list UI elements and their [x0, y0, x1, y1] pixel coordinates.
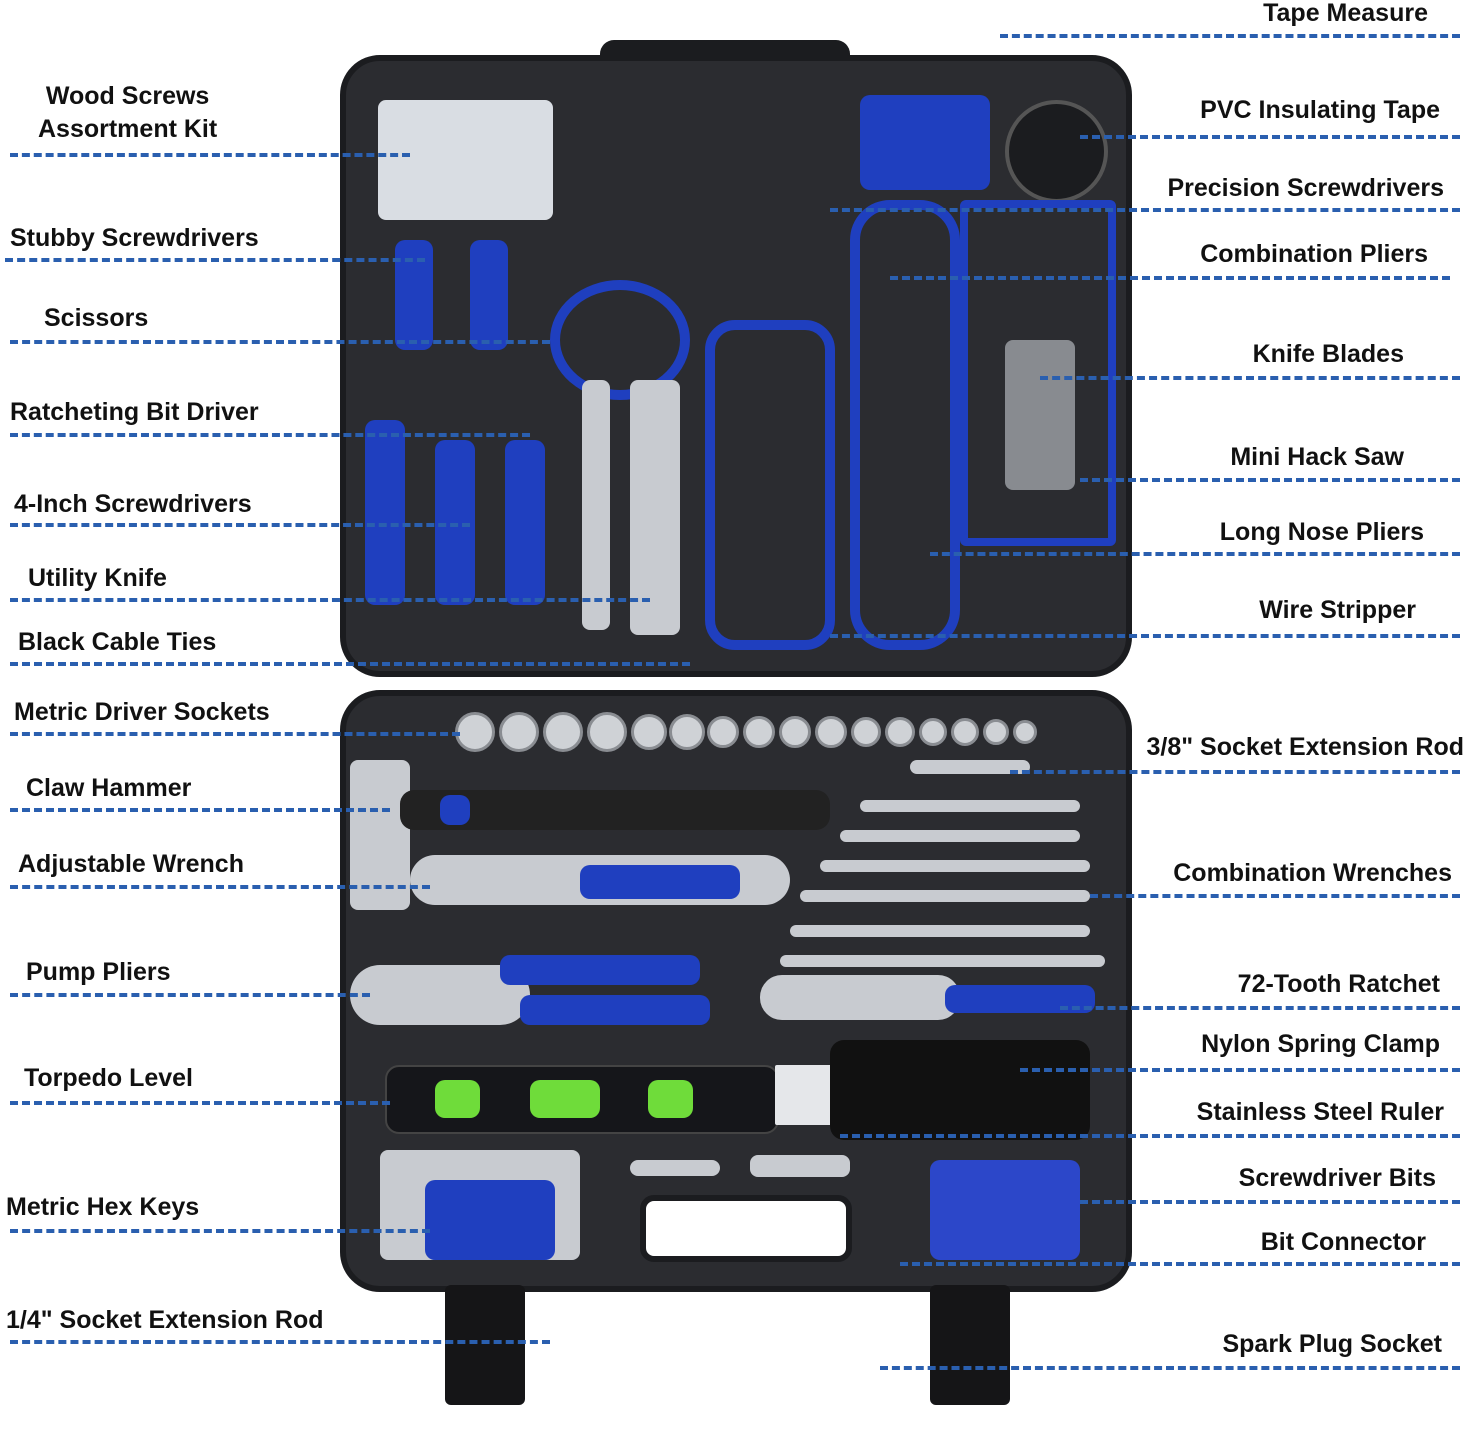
callout-line-stubby-screwdrivers: [5, 258, 425, 262]
callout-line-spark-plug-socket: [880, 1366, 1460, 1370]
level-vial-1: [435, 1080, 480, 1118]
callout-line-screwdriver-bits: [1080, 1200, 1460, 1204]
label-4inch-screwdrivers: 4-Inch Screwdrivers: [14, 490, 252, 518]
hex-keys-holder: [425, 1180, 555, 1260]
label-adjustable-wrench: Adjustable Wrench: [18, 850, 244, 878]
callout-line-tape-measure: [1000, 34, 1460, 38]
level-vial-3: [648, 1080, 693, 1118]
callout-line-metric-driver-sockets: [10, 732, 460, 736]
label-torpedo-level: Torpedo Level: [24, 1064, 194, 1092]
callout-line-scissors: [10, 340, 550, 344]
label-long-nose-pliers: Long Nose Pliers: [1219, 518, 1424, 546]
tape-measure-image: [860, 95, 990, 190]
pump-pliers-grip-2: [520, 995, 710, 1025]
stubby-screwdriver-1-image: [395, 240, 433, 350]
level-vial-2: [530, 1080, 600, 1118]
callout-line-wood-screws: [10, 153, 410, 157]
label-72-tooth-ratchet: 72-Tooth Ratchet: [1237, 970, 1440, 998]
adjustable-wrench-grip: [580, 865, 740, 899]
label-combination-wrenches: Combination Wrenches: [1173, 859, 1452, 887]
utility-knife-image: [630, 380, 680, 635]
callout-line-torpedo-level: [10, 1101, 390, 1105]
label-mini-hack-saw: Mini Hack Saw: [1230, 443, 1404, 471]
pump-pliers-grip: [500, 955, 700, 985]
label-stainless-steel-ruler: Stainless Steel Ruler: [1196, 1098, 1444, 1126]
label-screwdriver-bits: Screwdriver Bits: [1238, 1164, 1436, 1192]
screwdriver-bits-image: [930, 1160, 1080, 1260]
screwdriver-1-image: [365, 420, 405, 605]
bit-connector-image: [630, 1160, 720, 1176]
callout-line-pvc-tape: [1080, 135, 1460, 139]
label-combination-pliers: Combination Pliers: [1200, 240, 1428, 268]
knife-blades-image: [1005, 340, 1075, 490]
hammer-handle-image: [400, 790, 830, 830]
label-scissors: Scissors: [44, 304, 149, 332]
case-handle-bottom: [640, 1195, 852, 1262]
insulating-tape-image: [1005, 100, 1108, 203]
callout-line-combination-wrenches: [1090, 894, 1460, 898]
label-spark-plug-socket: Spark Plug Socket: [1222, 1330, 1442, 1358]
callout-line-wire-stripper: [830, 634, 1460, 638]
label-black-cable-ties: Black Cable Ties: [18, 628, 217, 656]
label-wood-screws: Wood Screws Assortment Kit: [38, 82, 218, 143]
combination-pliers-image: [850, 200, 960, 650]
callout-line-metric-hex-keys: [10, 1229, 430, 1233]
screwdriver-2-image: [435, 440, 475, 605]
label-metric-driver-sockets: Metric Driver Sockets: [14, 698, 270, 726]
callout-line-stainless-steel-ruler: [840, 1134, 1460, 1138]
callout-line-claw-hammer: [10, 808, 390, 812]
callout-line-72-tooth-ratchet: [1060, 1006, 1460, 1010]
callout-line-precision-screwdrivers: [830, 208, 1460, 212]
socket-row: [455, 712, 1065, 752]
label-nylon-spring-clamp: Nylon Spring Clamp: [1201, 1030, 1440, 1058]
label-ratcheting-bit-driver: Ratcheting Bit Driver: [10, 398, 259, 426]
label-precision-screwdrivers: Precision Screwdrivers: [1167, 174, 1444, 202]
callout-line-quarter-socket-extension: [10, 1340, 550, 1344]
hack-saw-image: [960, 200, 1116, 546]
label-bit-connector: Bit Connector: [1260, 1228, 1426, 1256]
label-knife-blades: Knife Blades: [1252, 340, 1404, 368]
stubby-screwdriver-2-image: [470, 240, 508, 350]
case-clasp-right: [930, 1285, 1010, 1405]
callout-line-bit-connector: [900, 1262, 1460, 1266]
callout-line-knife-blades: [1040, 376, 1460, 380]
screwdriver-3-image: [505, 440, 545, 605]
callout-line-3-8-socket-extension: [1010, 770, 1460, 774]
label-3-8-socket-extension: 3/8" Socket Extension Rod: [1146, 733, 1465, 761]
label-pump-pliers: Pump Pliers: [26, 958, 171, 986]
label-pvc-tape: PVC Insulating Tape: [1200, 96, 1440, 124]
callout-line-long-nose-pliers: [930, 552, 1460, 556]
wrench-set: [780, 760, 1110, 970]
callout-line-adjustable-wrench: [10, 885, 430, 889]
spring-clamp-image: [830, 1040, 1090, 1140]
callout-line-utility-knife: [10, 598, 650, 602]
ratchet-image: [760, 975, 960, 1020]
callout-line-combination-pliers: [890, 276, 1450, 280]
label-stubby-screwdrivers: Stubby Screwdrivers: [10, 224, 259, 252]
label-quarter-socket-extension: 1/4" Socket Extension Rod: [6, 1306, 324, 1334]
spark-plug-socket-image: [750, 1155, 850, 1177]
callout-line-ratcheting-bit-driver: [10, 433, 530, 437]
label-metric-hex-keys: Metric Hex Keys: [6, 1193, 200, 1221]
callout-line-nylon-spring-clamp: [1020, 1068, 1460, 1072]
callout-line-black-cable-ties: [10, 662, 690, 666]
scissors-blade-image: [582, 380, 610, 630]
wire-stripper-image: [705, 320, 835, 650]
callout-line-4inch-screwdrivers: [10, 523, 470, 527]
scissors-image: [550, 280, 690, 400]
label-tape-measure: Tape Measure: [1263, 0, 1428, 27]
case-clasp-left: [445, 1285, 525, 1405]
callout-line-mini-hack-saw: [1080, 478, 1460, 482]
screws-box-image: [378, 100, 553, 220]
label-utility-knife: Utility Knife: [28, 564, 167, 592]
label-wire-stripper: Wire Stripper: [1259, 596, 1416, 624]
label-claw-hammer: Claw Hammer: [26, 774, 192, 802]
hammer-grip-accent: [440, 795, 470, 825]
callout-line-pump-pliers: [10, 993, 370, 997]
